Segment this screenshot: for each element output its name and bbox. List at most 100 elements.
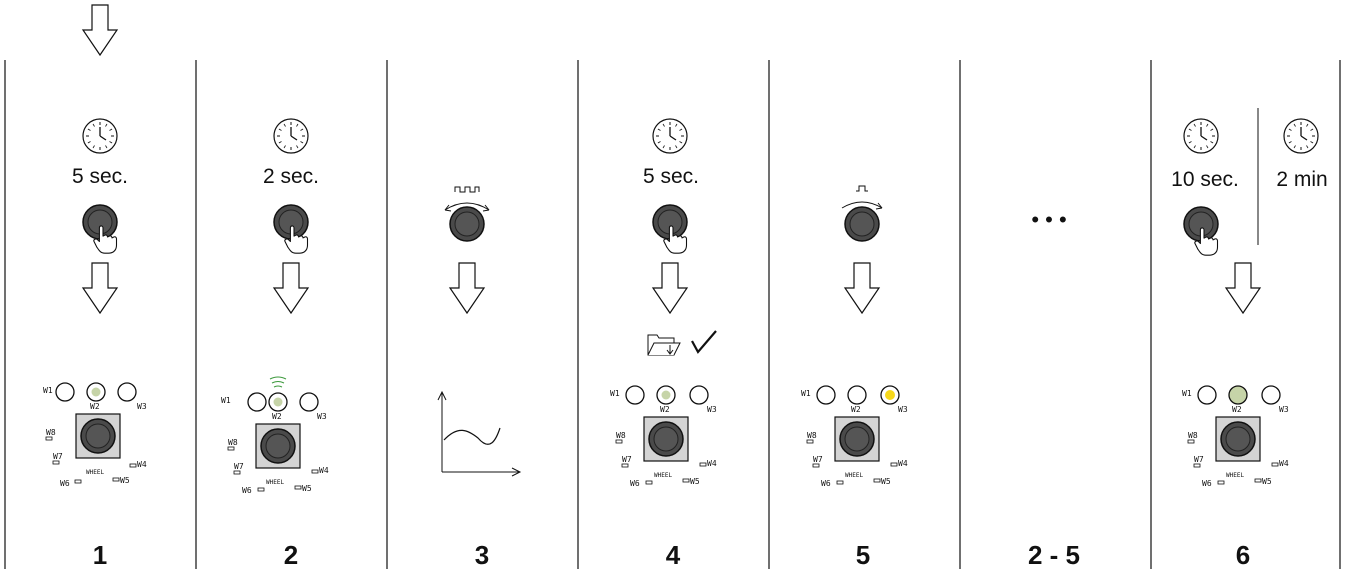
label-wheel: WHEEL bbox=[86, 469, 104, 476]
label-w7: W7 bbox=[1194, 455, 1204, 464]
label-w5: W5 bbox=[1262, 477, 1272, 486]
down-arrow-icon bbox=[844, 262, 880, 314]
label-w3: W3 bbox=[707, 405, 717, 414]
led-w3 bbox=[689, 385, 709, 405]
label-w7: W7 bbox=[53, 452, 63, 461]
clock-icon bbox=[1183, 118, 1219, 154]
ellipsis-icon: • • • bbox=[1031, 207, 1066, 232]
step-2-time: 2 sec. bbox=[263, 165, 319, 188]
column-dividers bbox=[4, 60, 1341, 569]
label-w3: W3 bbox=[137, 402, 147, 411]
control-panel: W1 W2 W3 W8 W7 W4 WHEEL W6 W5 bbox=[801, 385, 908, 488]
label-w3: W3 bbox=[898, 405, 908, 414]
clock-icon bbox=[1283, 118, 1319, 154]
step-1-time: 5 sec. bbox=[72, 165, 128, 188]
down-arrow-icon bbox=[82, 262, 118, 314]
clock-icon bbox=[273, 118, 309, 154]
signal-icon bbox=[269, 376, 287, 380]
label-wheel: WHEEL bbox=[266, 479, 284, 486]
led-w2 bbox=[847, 385, 867, 405]
clock-icon bbox=[82, 118, 118, 154]
checkmark-icon bbox=[691, 330, 717, 354]
step-3: 3 bbox=[437, 186, 522, 569]
label-w6: W6 bbox=[242, 486, 252, 495]
rotate-icon bbox=[444, 186, 490, 212]
led-w2-lit bbox=[661, 390, 671, 400]
label-w4: W4 bbox=[137, 460, 147, 469]
label-w4: W4 bbox=[898, 459, 908, 468]
label-w2: W2 bbox=[660, 405, 670, 414]
label-w8: W8 bbox=[46, 428, 56, 437]
label-w1: W1 bbox=[221, 396, 231, 405]
led-w3-lit bbox=[885, 390, 895, 400]
step-2: 2 sec. W1 W2 W3 W8 W7 W4 WHEEL W6 bbox=[221, 118, 329, 569]
step-4-time: 5 sec. bbox=[643, 165, 699, 188]
entry-arrow-icon bbox=[82, 4, 118, 56]
step-4: 5 sec. W1 W2 W3 W8 W7 W4 WHEEL bbox=[610, 118, 717, 569]
led-w2-lit bbox=[1228, 385, 1248, 405]
label-w8: W8 bbox=[807, 431, 817, 440]
label-w1: W1 bbox=[801, 389, 811, 398]
led-w3 bbox=[299, 392, 319, 412]
control-panel: W1 W2 W3 W8 W7 W4 WHEEL W6 W5 bbox=[1182, 385, 1289, 488]
label-w1: W1 bbox=[610, 389, 620, 398]
label-w6: W6 bbox=[1202, 479, 1212, 488]
label-w5: W5 bbox=[302, 484, 312, 493]
led-w2-lit bbox=[91, 387, 101, 397]
label-w2: W2 bbox=[272, 412, 282, 421]
label-w3: W3 bbox=[317, 412, 327, 421]
step-number: 2 bbox=[284, 540, 298, 569]
label-wheel: WHEEL bbox=[654, 472, 672, 479]
label-w8: W8 bbox=[1188, 431, 1198, 440]
led-w1 bbox=[247, 392, 267, 412]
step-number: 4 bbox=[666, 540, 681, 569]
step-number: 2 - 5 bbox=[1028, 540, 1080, 569]
step-repeat: • • • 2 - 5 bbox=[1028, 207, 1080, 569]
folder-save-icon bbox=[647, 334, 681, 356]
step-5: W1 W2 W3 W8 W7 W4 WHEEL W6 W5 5 bbox=[801, 185, 908, 569]
label-w5: W5 bbox=[881, 477, 891, 486]
led-w1 bbox=[816, 385, 836, 405]
label-w3: W3 bbox=[1279, 405, 1289, 414]
label-w1: W1 bbox=[1182, 389, 1192, 398]
down-arrow-icon bbox=[1225, 262, 1261, 314]
step-number: 5 bbox=[856, 540, 870, 569]
label-w7: W7 bbox=[234, 462, 244, 471]
control-panel: W1 W2 W3 W8 W7 W4 WHEEL W6 W5 bbox=[43, 382, 147, 488]
label-w4: W4 bbox=[707, 459, 717, 468]
control-panel: W1 W2 W3 W8 W7 W4 WHEEL W6 W5 bbox=[221, 376, 329, 495]
step-6-time-alt: 2 min bbox=[1276, 168, 1327, 191]
label-w6: W6 bbox=[630, 479, 640, 488]
step-number: 1 bbox=[93, 540, 107, 569]
rotate-icon bbox=[841, 185, 883, 210]
knob-button bbox=[844, 206, 880, 242]
step-number: 3 bbox=[475, 540, 489, 569]
label-w6: W6 bbox=[60, 479, 70, 488]
label-wheel: WHEEL bbox=[1226, 472, 1244, 479]
led-w3 bbox=[1261, 385, 1281, 405]
label-w5: W5 bbox=[120, 476, 130, 485]
led-w3 bbox=[117, 382, 137, 402]
label-wheel: WHEEL bbox=[845, 472, 863, 479]
label-w4: W4 bbox=[319, 466, 329, 475]
label-w4: W4 bbox=[1279, 459, 1289, 468]
down-arrow-icon bbox=[652, 262, 688, 314]
step-1: 5 sec. W1 W2 W3 W8 W7 W4 WHEEL W6 W5 bbox=[43, 118, 147, 569]
led-w1 bbox=[1197, 385, 1217, 405]
step-number: 6 bbox=[1236, 540, 1250, 569]
label-w8: W8 bbox=[616, 431, 626, 440]
label-w7: W7 bbox=[813, 455, 823, 464]
label-w2: W2 bbox=[90, 402, 100, 411]
label-w7: W7 bbox=[622, 455, 632, 464]
control-panel: W1 W2 W3 W8 W7 W4 WHEEL W6 W5 bbox=[610, 385, 717, 488]
label-w2: W2 bbox=[851, 405, 861, 414]
led-w2-lit bbox=[273, 397, 283, 407]
clock-icon bbox=[652, 118, 688, 154]
knob-button bbox=[449, 206, 485, 242]
label-w6: W6 bbox=[821, 479, 831, 488]
down-arrow-icon bbox=[449, 262, 485, 314]
label-w5: W5 bbox=[690, 477, 700, 486]
step-6: 10 sec. 2 min W1 W2 W3 W8 W7 W4 WHEEL W6 bbox=[1171, 108, 1328, 569]
graph-icon bbox=[437, 390, 522, 477]
